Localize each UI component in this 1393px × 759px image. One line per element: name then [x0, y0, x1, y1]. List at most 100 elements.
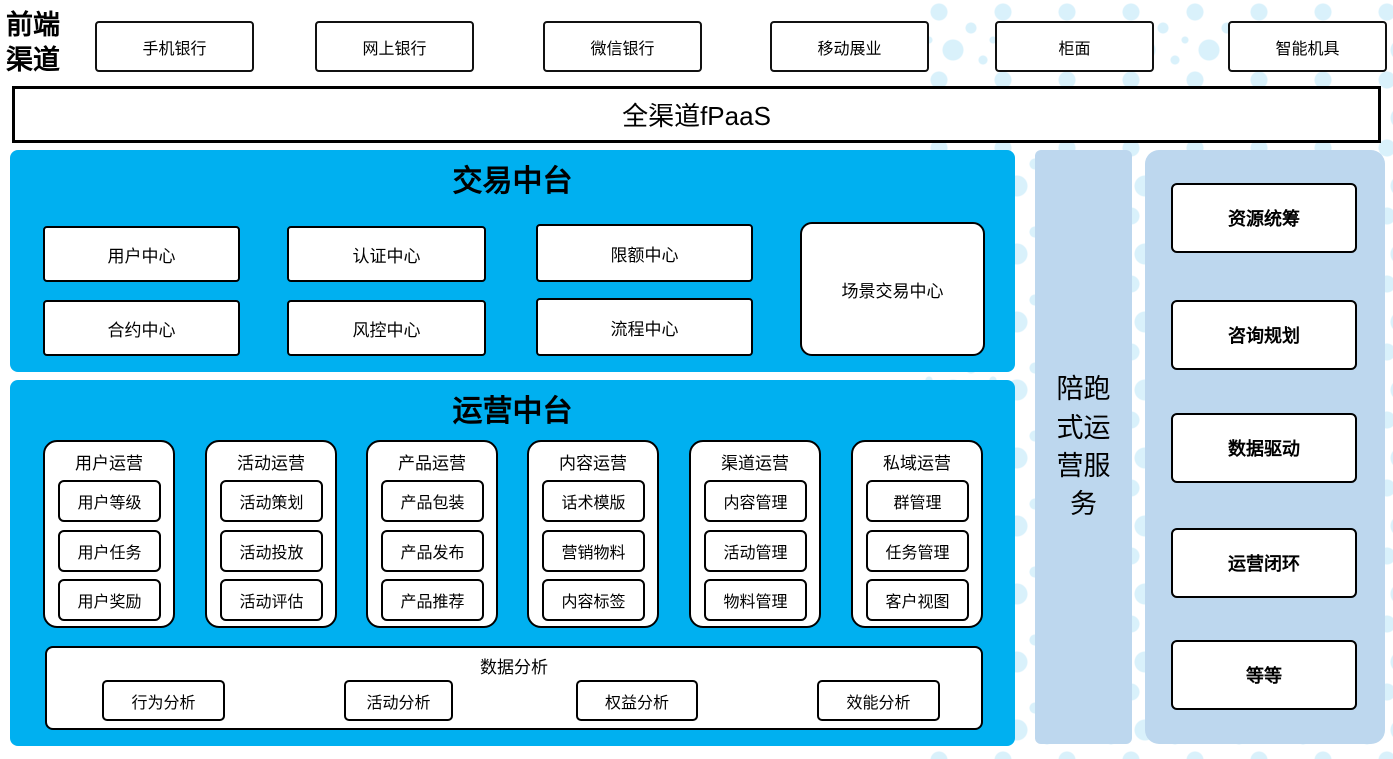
- group-item: 群管理: [866, 480, 969, 522]
- group-title: 内容运营: [559, 454, 627, 473]
- channel-counter: 柜面: [995, 21, 1154, 72]
- analysis-label: 活动分析: [366, 694, 431, 712]
- group-item-label: 产品推荐: [400, 594, 465, 611]
- group-item-label: 用户等级: [77, 495, 142, 512]
- group-channel-operation: 渠道运营 内容管理 活动管理 物料管理: [689, 440, 821, 628]
- group-product-operation: 产品运营 产品包装 产品发布 产品推荐: [366, 440, 498, 628]
- group-item-label: 营销物料: [561, 545, 626, 562]
- service-label: 咨询规划: [1228, 326, 1300, 346]
- service-label: 资源统筹: [1228, 209, 1300, 229]
- center-label: 认证中心: [352, 246, 421, 266]
- group-item: 客户视图: [866, 579, 969, 621]
- companion-service-bar: 陪跑式运营服务: [1035, 150, 1132, 744]
- service-label: 等等: [1246, 666, 1282, 686]
- group-item: 内容管理: [704, 480, 807, 522]
- analysis-equity: 权益分析: [576, 680, 698, 721]
- group-item-label: 客户视图: [885, 594, 950, 611]
- service-operation-loop: 运营闭环: [1171, 528, 1357, 598]
- channel-label: 手机银行: [142, 40, 207, 58]
- group-item-label: 群管理: [893, 495, 942, 512]
- group-item: 活动管理: [704, 530, 807, 572]
- group-activity-operation: 活动运营 活动策划 活动投放 活动评估: [205, 440, 337, 628]
- group-item-label: 活动评估: [239, 594, 304, 611]
- center-label: 限额中心: [610, 245, 679, 265]
- group-item: 产品推荐: [381, 579, 484, 621]
- fpaas-bar: 全渠道fPaaS: [12, 86, 1381, 143]
- analysis-behavior: 行为分析: [102, 680, 225, 721]
- group-item: 产品发布: [381, 530, 484, 572]
- group-item: 用户任务: [58, 530, 161, 572]
- service-consulting: 咨询规划: [1171, 300, 1357, 370]
- group-content-operation: 内容运营 话术模版 营销物料 内容标签: [527, 440, 659, 628]
- group-item-label: 用户任务: [77, 545, 142, 562]
- companion-service-label: 陪跑式运营服务: [1056, 374, 1111, 520]
- analysis-activity: 活动分析: [344, 680, 453, 721]
- group-title: 用户运营: [75, 454, 143, 473]
- trade-platform-title: 交易中台: [452, 165, 573, 198]
- group-item-label: 物料管理: [723, 594, 788, 611]
- service-label: 运营闭环: [1228, 554, 1300, 574]
- group-item-label: 活动管理: [723, 545, 788, 562]
- channel-label: 柜面: [1058, 40, 1091, 58]
- center-label: 场景交易中心: [841, 281, 944, 301]
- group-item-label: 活动投放: [239, 545, 304, 562]
- channel-label: 网上银行: [362, 40, 427, 58]
- service-data-driven: 数据驱动: [1171, 413, 1357, 483]
- group-item: 营销物料: [542, 530, 645, 572]
- center-user: 用户中心: [43, 226, 240, 282]
- group-private-domain-operation: 私域运营 群管理 任务管理 客户视图: [851, 440, 983, 628]
- channel-online-banking: 网上银行: [315, 21, 474, 72]
- analysis-efficiency: 效能分析: [817, 680, 940, 721]
- channel-label: 微信银行: [590, 40, 655, 58]
- group-item-label: 内容标签: [561, 594, 626, 611]
- group-title: 活动运营: [237, 454, 305, 473]
- channel-label: 移动展业: [817, 40, 882, 58]
- channel-wechat-banking: 微信银行: [543, 21, 702, 72]
- data-analysis-title: 数据分析: [480, 658, 548, 677]
- group-item: 活动投放: [220, 530, 323, 572]
- service-etc: 等等: [1171, 640, 1357, 710]
- group-title: 渠道运营: [721, 454, 789, 473]
- analysis-label: 权益分析: [604, 694, 669, 712]
- group-item-label: 任务管理: [885, 545, 950, 562]
- group-title: 私域运营: [883, 454, 951, 473]
- front-channel-label: 前端渠道: [6, 10, 60, 75]
- center-label: 风控中心: [352, 320, 421, 340]
- channel-mobile-marketing: 移动展业: [770, 21, 929, 72]
- group-item-label: 产品包装: [400, 495, 465, 512]
- group-item-label: 内容管理: [723, 495, 788, 512]
- group-item: 任务管理: [866, 530, 969, 572]
- trade-platform-panel: 交易中台 用户中心 认证中心 限额中心 合约中心 风控中心 流程中心 场景交易中…: [10, 150, 1015, 372]
- group-item: 内容标签: [542, 579, 645, 621]
- center-auth: 认证中心: [287, 226, 486, 282]
- group-item-label: 活动策划: [239, 495, 304, 512]
- operation-platform-title: 运营中台: [452, 395, 573, 428]
- channel-label: 智能机具: [1275, 40, 1340, 58]
- center-limit: 限额中心: [536, 224, 753, 282]
- group-item: 用户奖励: [58, 579, 161, 621]
- fpaas-label: 全渠道fPaaS: [622, 101, 771, 131]
- group-item: 话术模版: [542, 480, 645, 522]
- center-label: 合约中心: [107, 320, 176, 340]
- group-item-label: 产品发布: [400, 545, 465, 562]
- service-label: 数据驱动: [1228, 439, 1300, 459]
- center-label: 用户中心: [107, 246, 176, 266]
- center-process: 流程中心: [536, 298, 753, 356]
- center-scene-trade: 场景交易中心: [800, 222, 985, 356]
- center-label: 流程中心: [610, 319, 679, 339]
- analysis-label: 行为分析: [131, 694, 196, 712]
- center-contract: 合约中心: [43, 300, 240, 356]
- group-item-label: 用户奖励: [77, 594, 142, 611]
- center-risk: 风控中心: [287, 300, 486, 356]
- group-item: 用户等级: [58, 480, 161, 522]
- channel-mobile-banking: 手机银行: [95, 21, 254, 72]
- operation-platform-panel: 运营中台 用户运营 用户等级 用户任务 用户奖励 活动运营 活动策划 活动投放 …: [10, 380, 1015, 746]
- group-item: 活动评估: [220, 579, 323, 621]
- group-item-label: 话术模版: [561, 495, 626, 512]
- group-item: 物料管理: [704, 579, 807, 621]
- group-user-operation: 用户运营 用户等级 用户任务 用户奖励: [43, 440, 175, 628]
- group-title: 产品运营: [398, 454, 466, 473]
- data-analysis-band: 数据分析 行为分析 活动分析 权益分析 效能分析: [45, 646, 983, 730]
- service-rail: 资源统筹 咨询规划 数据驱动 运营闭环 等等: [1145, 150, 1385, 744]
